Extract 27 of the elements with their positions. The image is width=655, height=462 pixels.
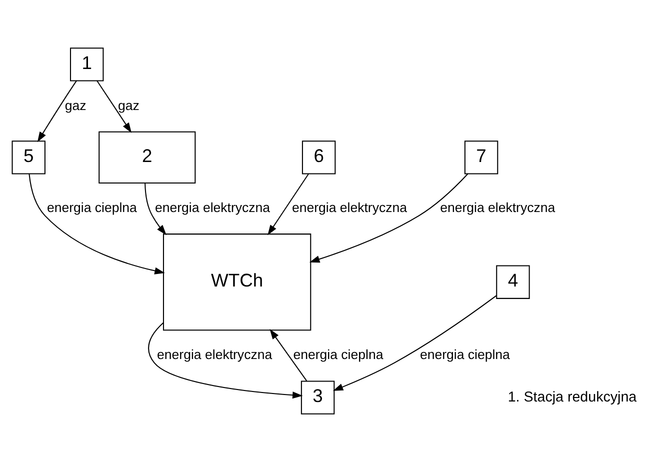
node-box: WTCh — [162, 234, 312, 331]
node-box: 1 — [70, 48, 104, 82]
edge-label: energia elektryczna — [155, 200, 270, 215]
node-box: 3 — [300, 380, 335, 414]
edge-label: energia elektryczna — [292, 200, 407, 215]
arrow — [148, 322, 303, 399]
edge-label: energia cieplna — [293, 347, 384, 362]
label: 1. Stacja redukcyjna — [508, 389, 637, 406]
edge-label: gaz — [64, 98, 86, 113]
node-box: 5 — [12, 140, 46, 174]
arrow — [332, 295, 497, 391]
edge-label: energia elektryczna — [157, 347, 272, 362]
arrow — [144, 183, 166, 236]
arrow — [309, 174, 468, 263]
edge-label: gaz — [118, 98, 140, 113]
node-box: 7 — [464, 140, 498, 174]
arrow — [270, 328, 308, 382]
edge-label: energia cieplna — [46, 200, 137, 215]
arrow — [268, 174, 309, 236]
arrow — [37, 80, 77, 142]
edge-label: energia elektryczna — [440, 200, 556, 215]
node-box: 6 — [302, 140, 336, 174]
edge-label: energia cieplna — [420, 347, 510, 362]
arrow — [28, 174, 165, 274]
arrow — [96, 80, 132, 133]
node-box: 2 — [98, 131, 196, 184]
node-box: 4 — [496, 265, 530, 299]
